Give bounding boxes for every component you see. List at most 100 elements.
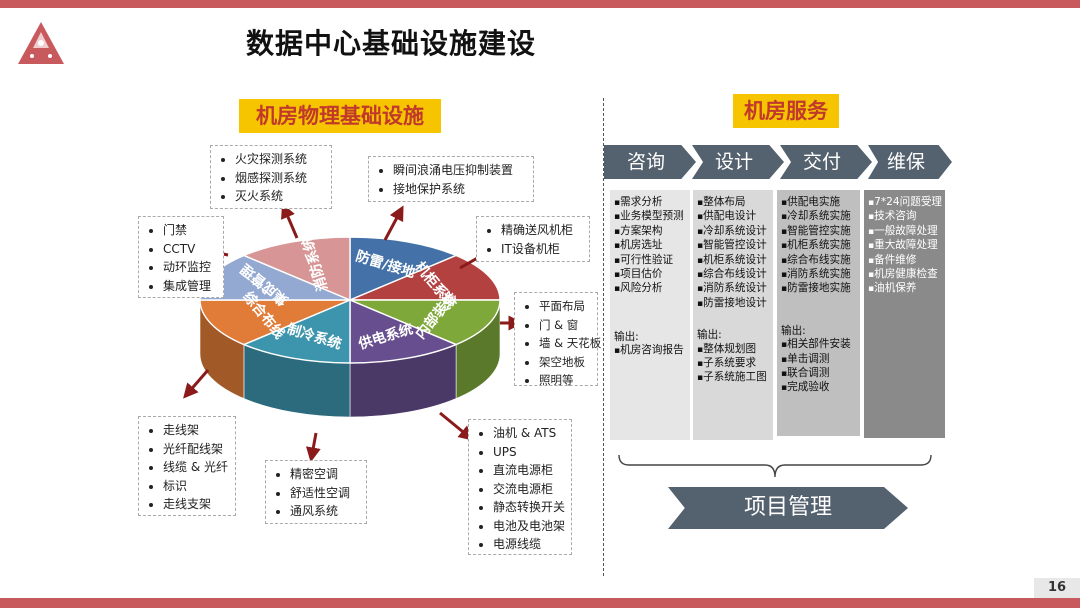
output-item: 完成验收 xyxy=(781,381,856,395)
service-column-design: 整体布局 供配电设计 冷却系统设计 智能管控设计 机柜系统设计 综合布线设计 消… xyxy=(693,190,773,440)
output-item: 相关部件安装 xyxy=(781,338,856,352)
list-item: 烟感探测系统 xyxy=(235,169,325,188)
list-item: 门 & 窗 xyxy=(539,316,591,335)
service-item: 机柜系统实施 xyxy=(781,239,856,253)
list-item: 走线支架 xyxy=(163,495,229,514)
list-item: 集成管理 xyxy=(163,277,217,296)
output-item: 单击调测 xyxy=(781,353,856,367)
list-item: 交流电源柜 xyxy=(493,480,565,499)
service-item: 冷却系统实施 xyxy=(781,210,856,224)
project-management-banner: 项目管理 xyxy=(668,487,908,529)
list-cabinet: 精确送风机柜IT设备机柜 xyxy=(476,216,590,262)
list-item: 精确送风机柜 xyxy=(501,221,583,240)
service-item: 风险分析 xyxy=(614,282,686,296)
output-item: 整体规划图 xyxy=(697,343,769,357)
pie-slice-0 xyxy=(349,236,458,302)
list-access: 门禁CCTV动环监控集成管理 xyxy=(138,216,224,298)
service-item: 综合布线设计 xyxy=(697,268,769,282)
services-heading: 机房服务 xyxy=(733,94,839,128)
service-item: 供配电实施 xyxy=(781,196,856,210)
page-title: 数据中心基础设施建设 xyxy=(246,27,537,60)
service-item: 供配电设计 xyxy=(697,210,769,224)
list-item: 架空地板 xyxy=(539,353,591,372)
service-item: 消防系统实施 xyxy=(781,268,856,282)
service-column-delivery: 供配电实施 冷却系统实施 智能管控实施 机柜系统实施 综合布线实施 消防系统实施… xyxy=(777,190,860,436)
list-item: 电源线缆 xyxy=(493,535,565,554)
service-item: 备件维修 xyxy=(868,254,941,268)
service-item: 可行性验证 xyxy=(614,254,686,268)
list-item: 照明等 xyxy=(539,371,591,390)
section-divider xyxy=(603,98,604,576)
list-item: 光纤配线架 xyxy=(163,440,229,459)
pie-slice-7 xyxy=(242,236,351,302)
company-logo-icon xyxy=(18,22,64,64)
list-item: 静态转换开关 xyxy=(493,498,565,517)
output-item: 子系统施工图 xyxy=(697,371,769,385)
list-item: 灭火系统 xyxy=(235,187,325,206)
service-column-maintenance: 7*24问题受理 技术咨询 一般故障处理 重大故障处理 备件维修 机房健康检查 … xyxy=(864,190,945,438)
list-surge: 瞬间浪涌电压抑制装置接地保护系统 xyxy=(368,156,534,202)
list-decor: 平面布局门 & 窗墙 & 天花板架空地板照明等 xyxy=(514,292,601,387)
stage-maintenance: 维保 xyxy=(868,145,952,179)
service-item: 综合布线实施 xyxy=(781,254,856,268)
list-item: 门禁 xyxy=(163,221,217,240)
service-item: 防雷接地设计 xyxy=(697,297,769,311)
list-item: 精密空调 xyxy=(290,465,360,484)
service-item: 方案架构 xyxy=(614,225,686,239)
list-power: 油机 & ATSUPS直流电源柜交流电源柜静态转换开关电池及电池架电源线缆 xyxy=(468,419,572,555)
service-item: 整体布局 xyxy=(697,196,769,210)
service-column-consult: 需求分析 业务模型预测 方案架构 机房选址 可行性验证 项目估价 风险分析 输出… xyxy=(610,190,690,440)
pie-slice-4 xyxy=(242,298,351,364)
service-item: 消防系统设计 xyxy=(697,282,769,296)
output-label: 输出: xyxy=(697,329,722,342)
list-cabling: 走线架光纤配线架线缆 & 光纤标识走线支架 xyxy=(138,416,236,516)
list-item: 直流电源柜 xyxy=(493,461,565,480)
pie-slice-3 xyxy=(349,298,458,364)
service-item: 冷却系统设计 xyxy=(697,225,769,239)
list-item: CCTV xyxy=(163,240,217,259)
list-item: 电池及电池架 xyxy=(493,517,565,536)
service-item: 智能管控设计 xyxy=(697,239,769,253)
service-item: 重大故障处理 xyxy=(868,239,941,253)
arrow-power xyxy=(439,411,474,441)
page-number: 16 xyxy=(1034,578,1080,598)
list-item: 走线架 xyxy=(163,421,229,440)
list-item: 瞬间浪涌电压抑制装置 xyxy=(393,161,527,180)
output-item: 联合调测 xyxy=(781,367,856,381)
arrow-cooling xyxy=(305,432,321,463)
list-item: 标识 xyxy=(163,477,229,496)
arrow-cabling xyxy=(183,369,210,399)
service-item: 机房选址 xyxy=(614,239,686,253)
list-item: 平面布局 xyxy=(539,297,591,316)
stage-consult: 咨询 xyxy=(604,145,696,179)
stage-design: 设计 xyxy=(692,145,784,179)
list-item: 火灾探测系统 xyxy=(235,150,325,169)
pie-slice-5 xyxy=(199,299,351,346)
list-item: 线缆 & 光纤 xyxy=(163,458,229,477)
list-item: 动环监控 xyxy=(163,258,217,277)
list-item: 舒适性空调 xyxy=(290,484,360,503)
arrow-surge xyxy=(383,205,404,241)
service-item: 油机保养 xyxy=(868,282,941,296)
service-item: 智能管控实施 xyxy=(781,225,856,239)
output-item: 子系统要求 xyxy=(697,357,769,371)
list-item: 接地保护系统 xyxy=(393,180,527,199)
output-item: 机房咨询报告 xyxy=(614,344,686,358)
service-item: 7*24问题受理 xyxy=(868,196,942,210)
service-item: 需求分析 xyxy=(614,196,686,210)
arrow-fire xyxy=(281,203,299,239)
list-item: 通风系统 xyxy=(290,502,360,521)
pie-slice-2 xyxy=(349,299,501,346)
service-item: 业务模型预测 xyxy=(614,210,686,224)
service-item: 项目估价 xyxy=(614,268,686,282)
list-cooling: 精密空调舒适性空调通风系统 xyxy=(265,460,367,524)
service-item: 技术咨询 xyxy=(868,210,941,224)
top-accent-bar xyxy=(0,0,1080,8)
stage-delivery: 交付 xyxy=(780,145,872,179)
service-item: 机房健康检查 xyxy=(868,268,941,282)
list-item: 墙 & 天花板 xyxy=(539,334,601,353)
bracket-brace xyxy=(618,454,932,478)
infrastructure-heading: 机房物理基础设施 xyxy=(239,99,441,133)
list-fire: 火灾探测系统烟感探测系统灭火系统 xyxy=(210,145,332,209)
